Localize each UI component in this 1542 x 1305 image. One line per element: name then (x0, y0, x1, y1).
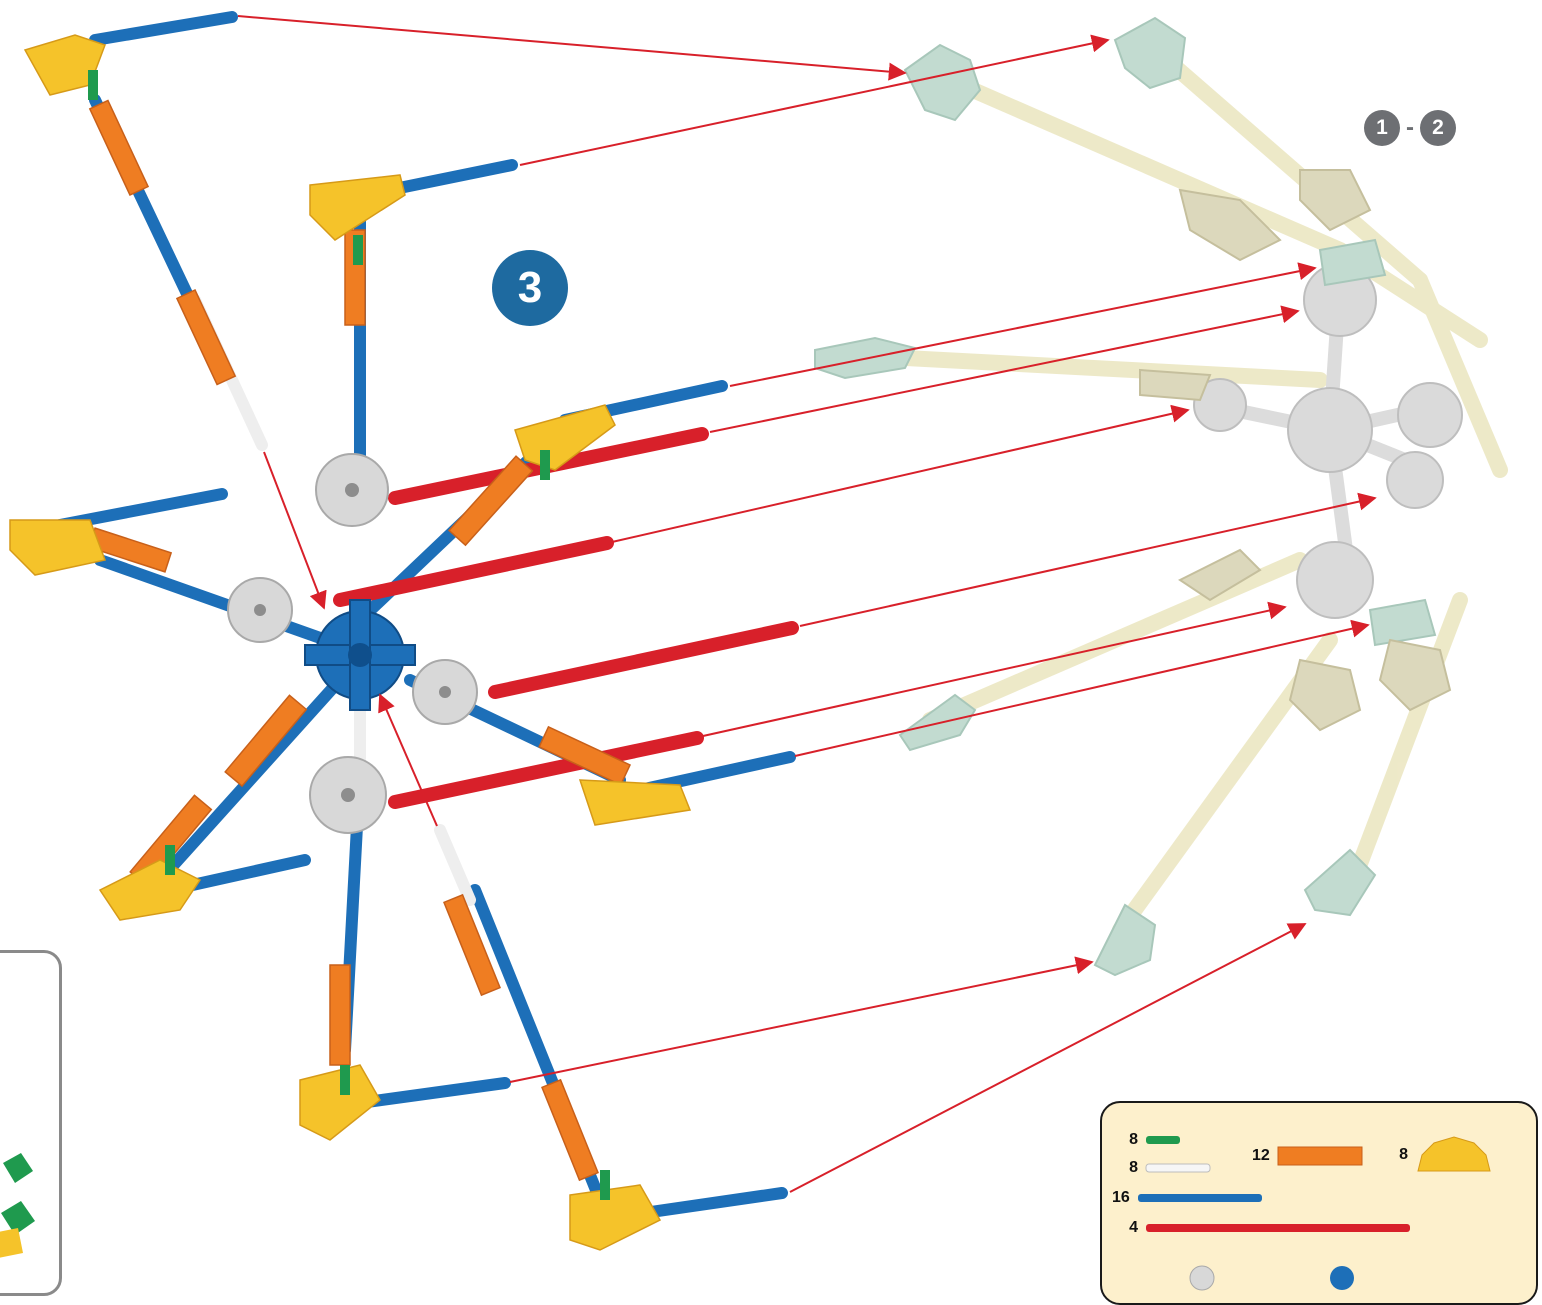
part-quantity: 12 (1252, 1147, 1270, 1164)
parts-row-white-rod: 8 (1122, 1159, 1214, 1177)
white-rod-icon (1145, 1163, 1211, 1173)
assembly-diagram (9, 11, 1508, 1251)
part-quantity: 8 (1129, 1131, 1138, 1148)
previous-step-end-badge: 2 (1420, 110, 1456, 146)
previous-step-separator: - (1406, 114, 1414, 141)
part-quantity: 16 (1112, 1189, 1130, 1206)
orange-connector-icon (1277, 1146, 1363, 1166)
detail-inset (0, 950, 62, 1296)
assembly-arrows (237, 15, 1377, 1193)
parts-row-green-connector: 8 (1122, 1131, 1184, 1149)
parts-row-yellow-connector: 8 (1392, 1135, 1494, 1175)
green-connector-icon (1146, 1136, 1180, 1144)
blue-hub-icon (1330, 1266, 1354, 1290)
yellow-connector-icon (1417, 1136, 1491, 1172)
part-quantity: 8 (1399, 1146, 1408, 1163)
parts-list-panel: 8 8 16 4 12 8 (1100, 1101, 1538, 1305)
grey-hub-icon (1189, 1265, 1215, 1291)
parts-row-blue-rod: 16 (1112, 1189, 1266, 1207)
part-quantity: 8 (1129, 1159, 1138, 1176)
current-step-model (9, 11, 799, 1251)
blue-rod-icon (1137, 1194, 1262, 1202)
parts-row-red-rod: 4 (1122, 1219, 1414, 1237)
previous-step-model (814, 16, 1508, 977)
previous-steps-indicator: 1 - 2 (1364, 108, 1456, 148)
parts-row-hubs (1189, 1265, 1354, 1291)
part-quantity: 4 (1129, 1219, 1138, 1236)
inset-connector-icon (0, 1153, 35, 1258)
step-number-badge: 3 (492, 250, 568, 326)
previous-step-start-badge: 1 (1364, 110, 1400, 146)
parts-row-orange-connector: 12 (1252, 1145, 1366, 1167)
red-rod-icon (1146, 1224, 1410, 1232)
